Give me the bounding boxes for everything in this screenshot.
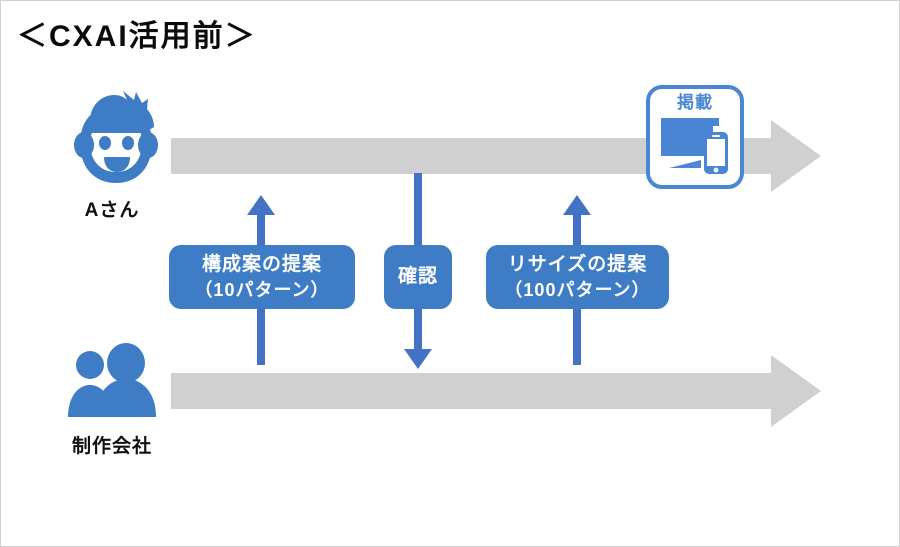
message-box-check-line1: 確認 — [397, 266, 438, 288]
message-box-check[interactable]: 確認 — [384, 245, 452, 309]
message-box-resize-line1: リサイズの提案 — [507, 254, 648, 276]
connector-resize-down — [562, 307, 592, 365]
message-box-plan-line2: （10パターン） — [194, 279, 330, 300]
publish-label: 掲載 — [677, 93, 713, 112]
publish-icon-card[interactable]: 掲載 — [646, 85, 744, 189]
page-title: ＜CXAI活用前＞ — [17, 20, 257, 53]
message-box-plan[interactable]: 構成案の提案 （10パターン） — [169, 245, 355, 309]
connector-plan-down — [246, 307, 276, 365]
two-people-icon — [37, 339, 187, 425]
message-box-plan-line1: 構成案の提案 — [201, 254, 322, 276]
actor-company-label: 制作会社 — [71, 436, 152, 457]
lane-bottom-arrow — [171, 353, 821, 429]
connector-check-down — [403, 307, 433, 369]
message-box-resize[interactable]: リサイズの提案 （100パターン） — [486, 245, 669, 309]
actor-company: 制作会社 — [37, 339, 187, 458]
connector-plan-up — [246, 195, 276, 253]
connector-check-up — [403, 173, 433, 253]
message-box-resize-line2: （100パターン） — [504, 279, 651, 300]
actor-person: Aさん — [37, 89, 187, 222]
actor-person-label: Aさん — [84, 200, 140, 221]
boy-face-icon — [37, 89, 187, 193]
connector-resize-up — [562, 195, 592, 253]
monitor-and-smartphone-icon — [657, 114, 733, 176]
